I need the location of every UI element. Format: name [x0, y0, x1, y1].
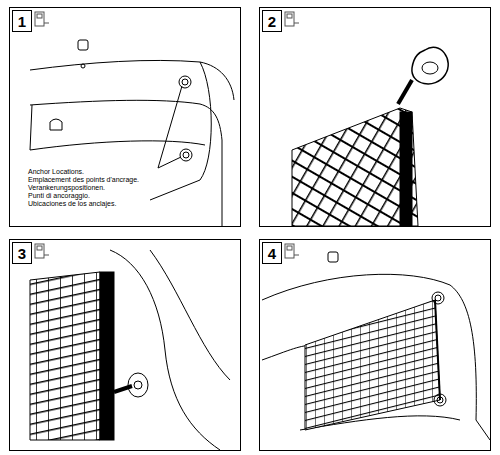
caption-line: Ubicaciones de los anclajes. — [28, 200, 116, 208]
caption-line: Anchor Locations. — [28, 168, 84, 176]
step-number: 1 — [18, 14, 26, 29]
step-number-box: 2 — [262, 10, 282, 32]
step-number-box: 4 — [262, 242, 282, 264]
step-number: 4 — [268, 246, 276, 261]
step-number: 3 — [18, 246, 26, 261]
caption-line: Emplacement des points d'ancrage. — [28, 176, 139, 184]
step-number: 2 — [268, 14, 276, 29]
caption-line: Verankerungspositionen. — [28, 184, 105, 192]
step-number-box: 3 — [12, 242, 32, 264]
step-number-box: 1 — [12, 10, 32, 32]
caption-line: Punti di ancoraggio. — [28, 192, 90, 200]
